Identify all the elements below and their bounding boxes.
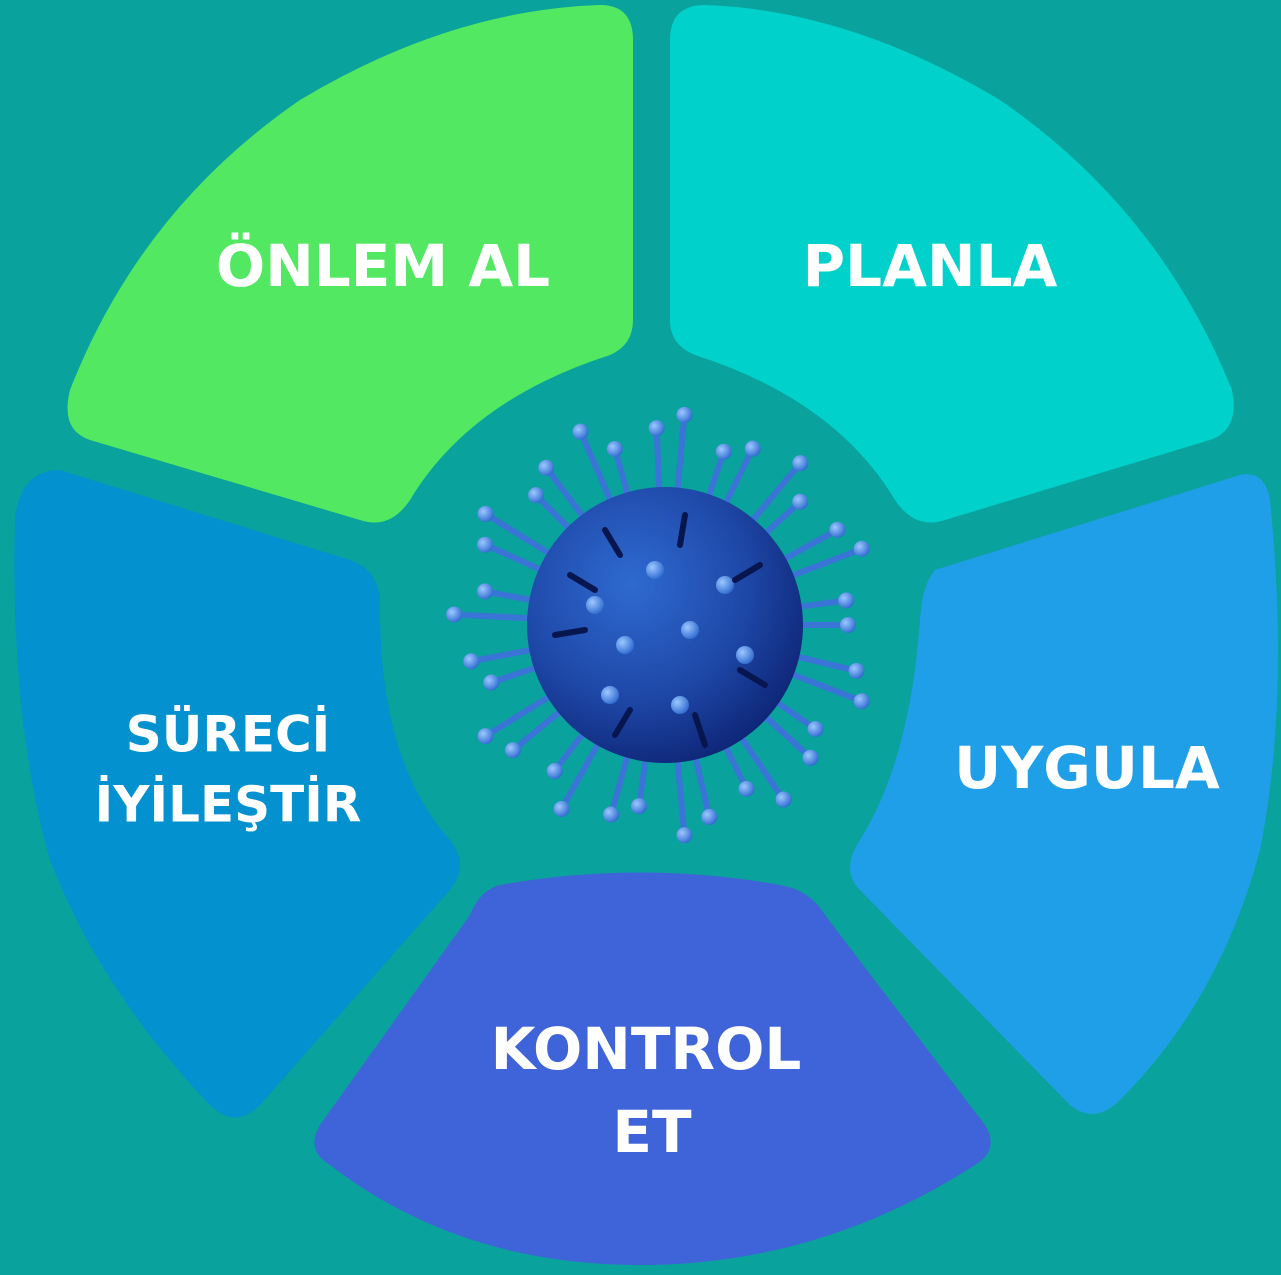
segment-onlem-al [67,5,633,523]
virus-icon [446,406,870,844]
segment-uygula [850,474,1278,1114]
label-kontrol: KONTROL [491,1015,802,1083]
segment-planla [670,5,1234,523]
label-uygula: UYGULA [954,734,1220,802]
label-onlem-al: ÖNLEM AL [216,231,550,300]
segment-sureci-iyilestir [14,470,460,1118]
label-iyilestir: İYİLEŞTİR [95,776,362,834]
segment-kontrol-et [314,872,991,1265]
label-sureci: SÜRECİ [126,705,331,764]
label-et: ET [612,1098,692,1166]
label-planla: PLANLA [803,232,1058,300]
